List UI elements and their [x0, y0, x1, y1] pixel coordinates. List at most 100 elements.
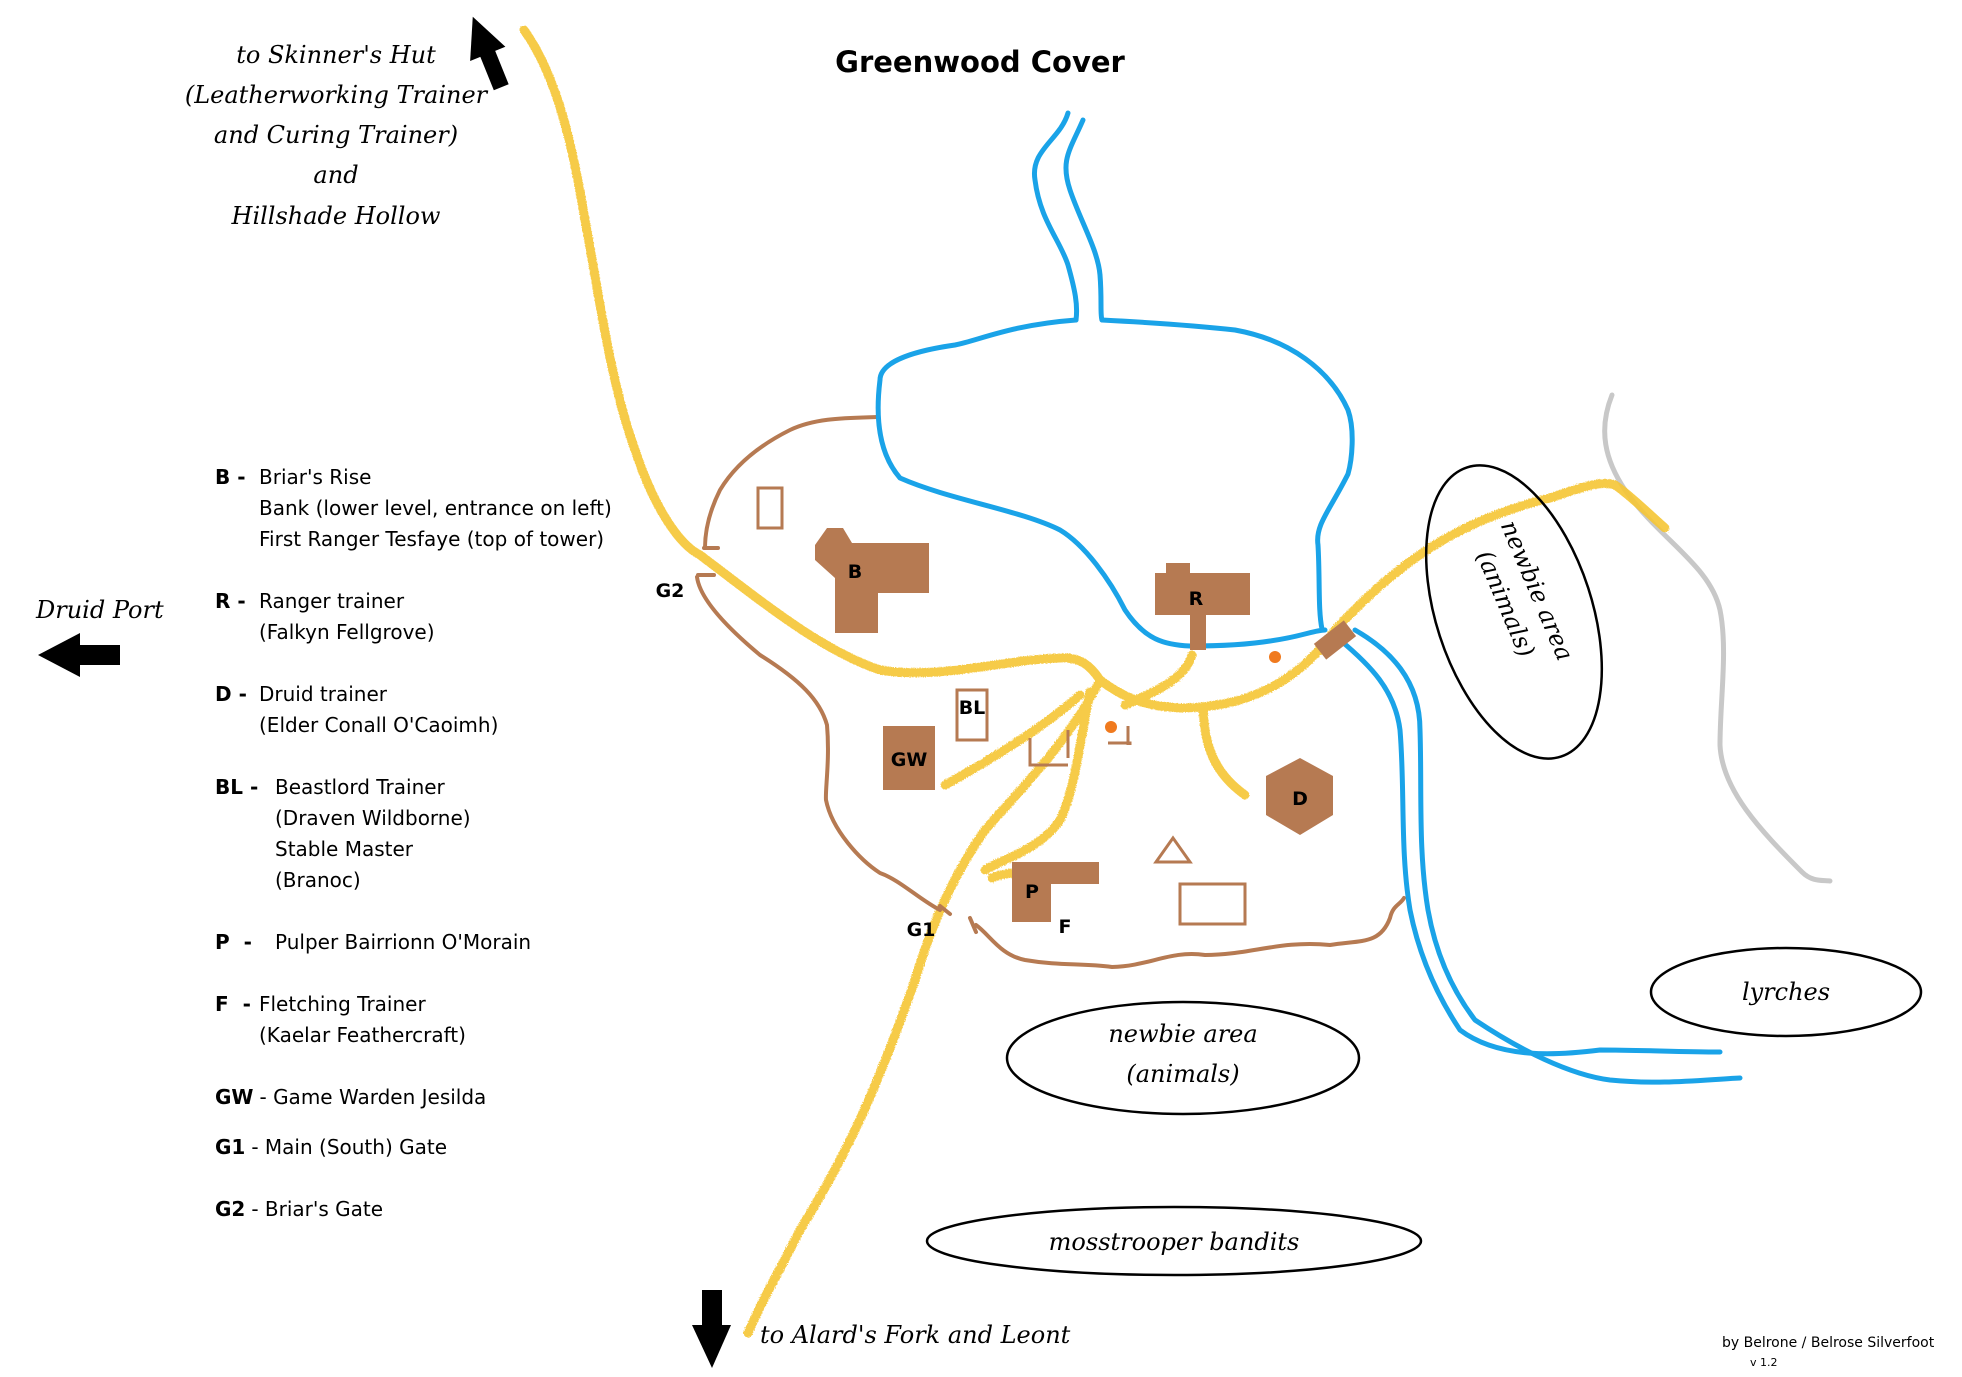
legend-text: Ranger trainer: [259, 589, 405, 613]
legend-text: (Branoc): [275, 868, 361, 892]
gate-g1-label: G1: [907, 919, 936, 941]
road-main-east: [1095, 625, 1340, 713]
building-d: [1266, 758, 1333, 835]
road-main-west: [695, 550, 1105, 685]
legend-text: (Falkyn Fellgrove): [259, 620, 435, 644]
stable-outline: [1028, 730, 1070, 767]
water: [875, 110, 1743, 1085]
legend-text: - Game Warden Jesilda: [259, 1085, 487, 1109]
north-note-line-4: and: [313, 161, 358, 189]
zone-bandits-label: mosstrooper bandits: [1049, 1228, 1300, 1256]
north-note-line-3: and Curing Trainer): [214, 121, 458, 149]
building-p-label: P: [1025, 881, 1039, 903]
north-note-line-1: to Skinner's Hut: [236, 41, 436, 69]
credit: by Belrone / Belrose Silverfoot: [1722, 1335, 1935, 1351]
legend-text: Bank (lower level, entrance on left): [259, 496, 612, 520]
legend-text: (Elder Conall O'Caoimh): [259, 713, 499, 737]
river-inflow-left: [1031, 110, 1080, 323]
legend-text: (Kaelar Feathercraft): [259, 1023, 466, 1047]
building-p: [1012, 862, 1099, 922]
roads: [519, 25, 1670, 1338]
map-title: Greenwood Cover: [835, 45, 1125, 79]
legend-row-bl: BL - Beastlord Trainer (Draven Wildborne…: [215, 772, 612, 896]
wall-north: [703, 415, 879, 550]
building-r-label: R: [1189, 588, 1204, 610]
road-to-d: [1198, 705, 1250, 800]
legend: B - Briar's Rise Bank (lower level, entr…: [215, 462, 612, 1256]
zone-bandits: [925, 1205, 1423, 1277]
legend-text: - Briar's Gate: [251, 1197, 384, 1221]
river-east-inner: [1337, 637, 1723, 1057]
wall-west: [695, 575, 942, 912]
south-note: to Alard's Fork and Leont: [760, 1321, 1071, 1349]
legend-text: Beastlord Trainer: [275, 775, 445, 799]
road-east: [1330, 478, 1670, 635]
legend-code: G1: [215, 1135, 246, 1159]
legend-text: (Draven Wildborne): [275, 806, 471, 830]
legend-code: R -: [215, 589, 246, 613]
north-note-line-5: Hillshade Hollow: [231, 202, 441, 230]
legend-row-gw: GW - Game Warden Jesilda: [215, 1082, 612, 1113]
building-b: [815, 528, 929, 633]
marker-dot-east: [1269, 651, 1281, 663]
building-bl: [955, 688, 989, 742]
wall-south: [974, 896, 1406, 969]
legend-row-p: P - Pulper Bairrionn O'Morain: [215, 927, 612, 958]
legend-code: GW: [215, 1085, 254, 1109]
river-east-outer: [1352, 627, 1743, 1085]
legend-code: G2: [215, 1197, 246, 1221]
legend-text: Druid trainer: [259, 682, 387, 706]
building-b-outline: [756, 486, 784, 530]
west-arrow-icon: [38, 633, 120, 677]
legend-code: BL -: [215, 775, 259, 799]
legend-code: F -: [215, 992, 251, 1016]
lake-shore: [875, 317, 1355, 649]
road-north: [519, 25, 705, 560]
zone-newbie-south-line1: newbie area: [1108, 1020, 1257, 1048]
legend-row-d: D - Druid trainer (Elder Conall O'Caoimh…: [215, 679, 612, 741]
bridge: [1313, 620, 1357, 660]
building-gw-label: GW: [891, 749, 928, 771]
zone-newbie-east: [1424, 464, 1604, 760]
zone-lyrches-label: lyrches: [1742, 978, 1830, 1006]
north-note-line-2: (Leatherworking Trainer: [185, 81, 489, 109]
road-to-gw: [940, 690, 1085, 790]
road-s-branch: [980, 687, 1095, 875]
gate-g2-label: G2: [656, 580, 685, 602]
river-inflow-right: [1063, 117, 1105, 323]
road-south: [743, 675, 1105, 1338]
legend-text: First Ranger Tesfaye (top of tower): [259, 527, 605, 551]
gate-g1-mark: [938, 904, 978, 934]
zone-newbie-south: [1005, 1000, 1361, 1116]
north-arrow-icon: [470, 16, 509, 91]
gate-g2-mark: [696, 546, 720, 577]
legend-text: - Main (South) Gate: [251, 1135, 448, 1159]
south-arrow-icon: [692, 1290, 731, 1368]
west-note: Druid Port: [35, 596, 164, 624]
legend-text: Briar's Rise: [259, 465, 372, 489]
version: v 1.2: [1750, 1356, 1778, 1369]
legend-code: B -: [215, 465, 246, 489]
legend-row-f: F - Fletching Trainer (Kaelar Feathercra…: [215, 989, 612, 1051]
legend-text: Pulper Bairrionn O'Morain: [275, 930, 532, 954]
rect-outline: [1178, 882, 1247, 926]
town-walls: [695, 415, 1406, 969]
buildings: B R D BL GW P F: [756, 486, 1333, 938]
legend-code: P -: [215, 930, 252, 954]
legend-row-g2: G2 - Briar's Gate: [215, 1194, 612, 1225]
building-f-label: F: [1059, 916, 1072, 938]
north-note: to Skinner's Hut (Leatherworking Trainer…: [185, 41, 489, 230]
building-bl-label: BL: [959, 697, 986, 719]
legend-row-b: B - Briar's Rise Bank (lower level, entr…: [215, 462, 612, 555]
building-gw: [883, 726, 935, 790]
legend-row-g1: G1 - Main (South) Gate: [215, 1132, 612, 1163]
legend-text: Fletching Trainer: [259, 992, 426, 1016]
zone-newbie-south-line2: (animals): [1126, 1060, 1239, 1088]
zone-lyrches: [1649, 946, 1923, 1038]
legend-row-r: R - Ranger trainer (Falkyn Fellgrove): [215, 586, 612, 648]
small-outline: [1108, 726, 1132, 745]
building-r: [1155, 563, 1250, 650]
road-to-r: [1120, 650, 1197, 710]
grey-road: [1602, 392, 1833, 884]
